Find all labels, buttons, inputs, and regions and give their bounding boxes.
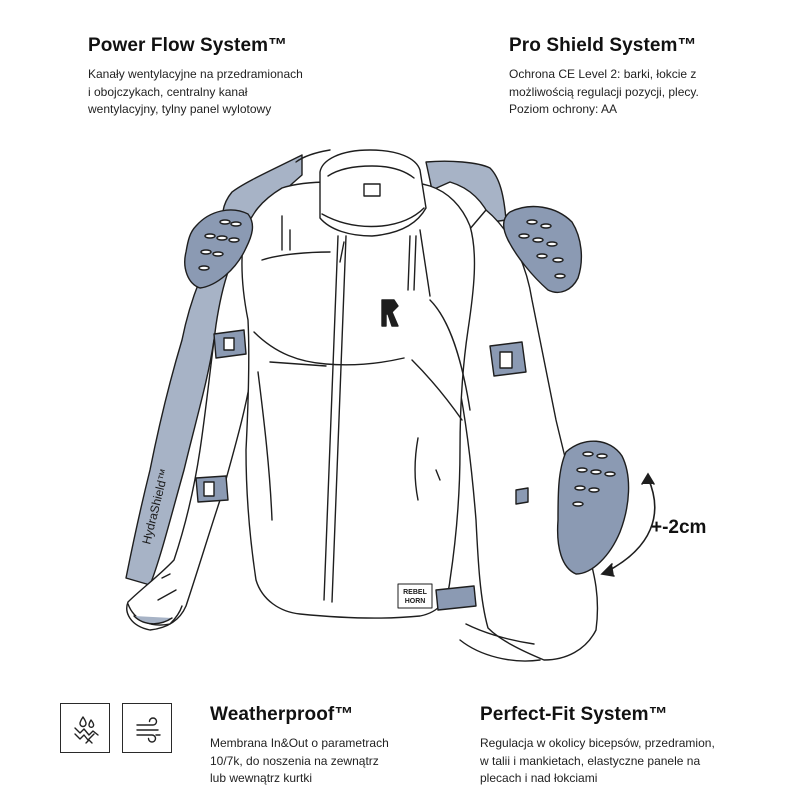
weatherproof-description: Membrana In&Out o parametrach 10/7k, do … bbox=[210, 735, 389, 788]
perfect-fit-title: Perfect-Fit System™ bbox=[480, 704, 668, 725]
power-flow-title: Power Flow System™ bbox=[88, 35, 288, 56]
left-shoulder-protector bbox=[184, 209, 254, 289]
waist-strap bbox=[435, 585, 477, 611]
pro-shield-line-2: możliwością regulacji pozycji, plecy. bbox=[509, 84, 699, 99]
weatherproof-line-2: 10/7k, do noszenia na zewnątrz bbox=[210, 753, 379, 768]
pro-shield-description: Ochrona CE Level 2: barki, łokcie z możl… bbox=[509, 66, 699, 119]
adjustment-arrow-icon bbox=[600, 472, 656, 577]
power-flow-line-1: Kanały wentylacyjne na przedramionach bbox=[88, 67, 303, 81]
brand-patch-text-1: REBEL bbox=[403, 589, 427, 596]
brand-patch bbox=[397, 583, 433, 609]
weatherproof-line-3: lub wewnątrz kurtki bbox=[210, 771, 313, 785]
left-sleeve bbox=[126, 227, 263, 631]
elbow-protector bbox=[556, 440, 630, 575]
perfect-fit-line-1: Regulacja w okolicy bicepsów, przedramio… bbox=[480, 736, 715, 750]
weatherproof-line-1: Membrana In&Out o parametrach bbox=[210, 736, 389, 750]
perfect-fit-description: Regulacja w okolicy bicepsów, przedramio… bbox=[480, 735, 715, 788]
wrist-strap bbox=[515, 487, 529, 505]
perfect-fit-line-2: w talii i mankietach, elastyczne panele … bbox=[480, 753, 701, 768]
power-flow-feature: Power Flow System™ Kanały wentylacyjne n… bbox=[88, 35, 303, 119]
waterproof-drops-icon bbox=[60, 703, 110, 753]
adjustment-range-label: +-2cm bbox=[651, 517, 707, 538]
right-shoulder-protector bbox=[503, 205, 583, 294]
brand-logo-icon bbox=[381, 299, 399, 327]
pro-shield-line-3: Poziom ochrony: AA bbox=[509, 102, 618, 116]
back-yoke-shape bbox=[425, 160, 507, 223]
perfect-fit-feature: Perfect-Fit System™ Regulacja w okolicy … bbox=[480, 704, 715, 788]
jacket-body bbox=[241, 179, 476, 619]
weatherproof-title: Weatherproof™ bbox=[210, 704, 354, 725]
pro-shield-title: Pro Shield System™ bbox=[509, 35, 697, 56]
weatherproof-feature: Weatherproof™ Membrana In&Out o parametr… bbox=[210, 704, 389, 788]
pro-shield-feature: Pro Shield System™ Ochrona CE Level 2: b… bbox=[509, 35, 699, 119]
power-flow-line-3: wentylacyjny, tylny panel wylotowy bbox=[88, 102, 272, 116]
perfect-fit-line-3: plecach i nad łokciami bbox=[480, 771, 598, 785]
power-flow-description: Kanały wentylacyjne na przedramionach i … bbox=[88, 66, 303, 119]
pro-shield-line-1: Ochrona CE Level 2: barki, łokcie z bbox=[509, 67, 697, 81]
windproof-icon bbox=[122, 703, 172, 753]
power-flow-line-2: i obojczykach, centralny kanał bbox=[88, 84, 248, 99]
brand-patch-text-2: HORN bbox=[405, 598, 426, 605]
